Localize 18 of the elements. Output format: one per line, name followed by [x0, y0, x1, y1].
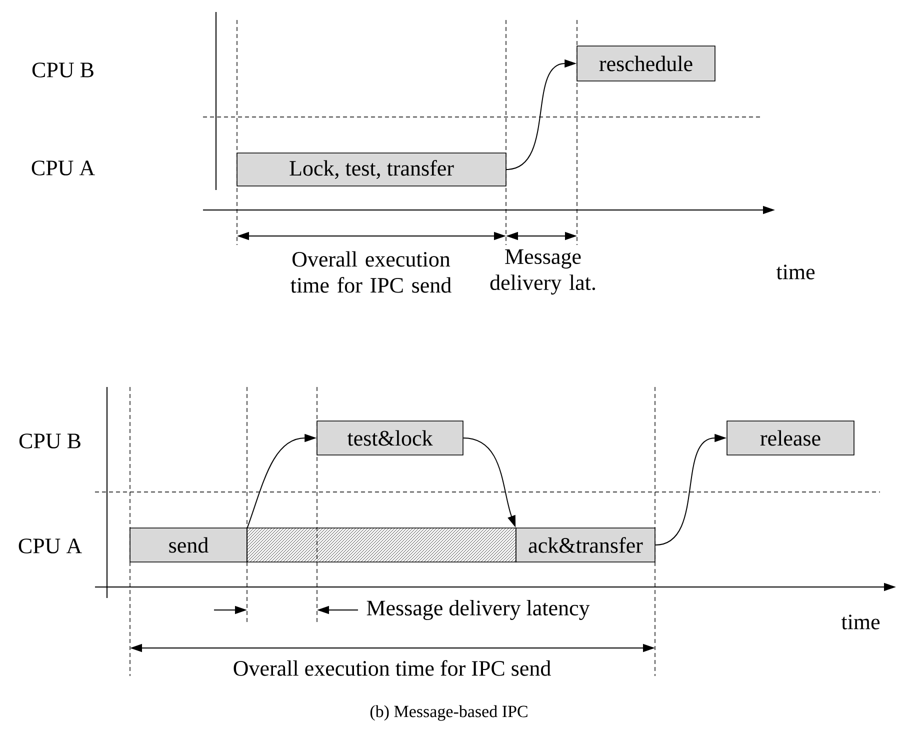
- process-box: ack&transfer: [516, 528, 656, 562]
- waiting-bar: [246, 528, 516, 562]
- axis-label: CPU B: [32, 62, 94, 78]
- axis-label: CPU A: [32, 160, 95, 176]
- caption: (b) Message-based IPC: [370, 705, 528, 721]
- process-box: reschedule: [576, 46, 716, 82]
- axis-label: CPU A: [18, 538, 82, 554]
- axis-label: time: [841, 614, 880, 630]
- axis-label: Overall execution time for IPC send: [290, 251, 452, 293]
- axis-label: CPU B: [19, 434, 80, 448]
- process-box: send: [130, 528, 248, 562]
- axis-label: Message delivery lat.: [490, 249, 596, 295]
- process-box: release: [726, 420, 854, 456]
- axis-label: time: [776, 264, 815, 280]
- process-box: test&lock: [316, 420, 464, 456]
- axis-label: Overall execution time for IPC send: [234, 660, 551, 676]
- axis-label: Message delivery latency: [366, 600, 590, 620]
- process-box: Lock, test, transfer: [236, 152, 506, 186]
